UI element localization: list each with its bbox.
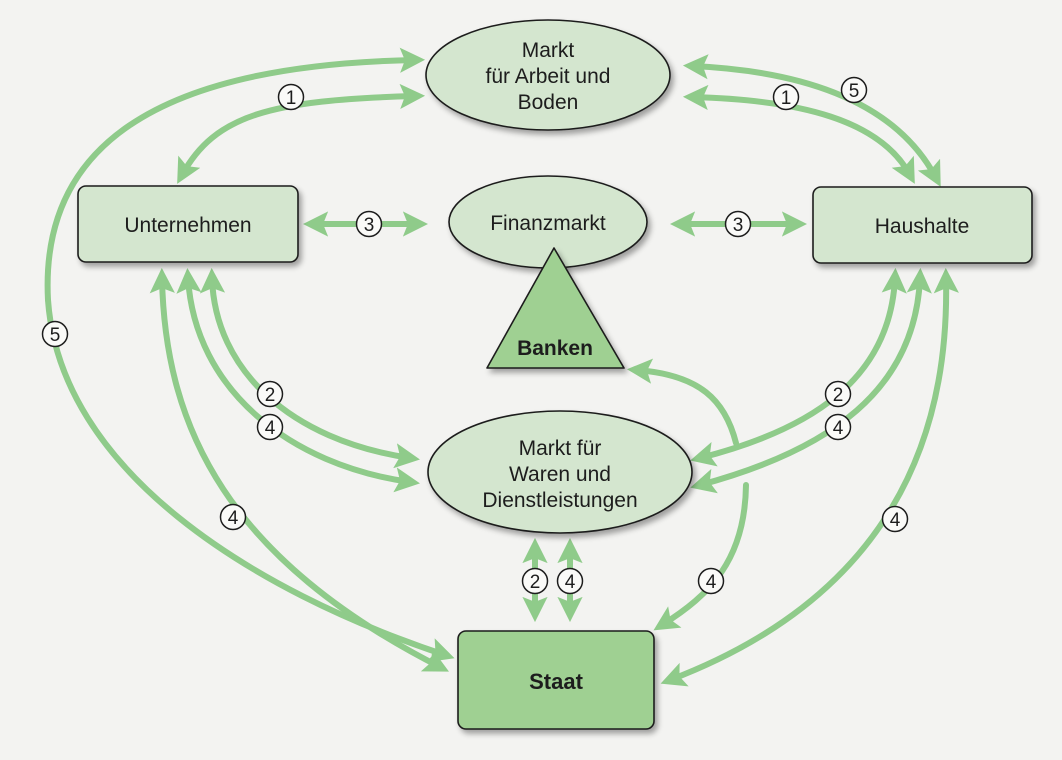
badge-1-left: 1 (277, 83, 305, 111)
svg-text:3: 3 (364, 215, 375, 236)
box-haushalte (812, 186, 1033, 264)
arrow-staat-arbeit-5 (44, 47, 426, 303)
label-finanzmarkt: Finanzmarkt (490, 212, 606, 235)
ellipse-markt-waren (427, 410, 693, 534)
box-unternehmen (77, 185, 299, 263)
svg-text:4: 4 (706, 572, 717, 593)
badge-2-center: 2 (521, 567, 549, 595)
arrow-unternehmen-staat-4 (149, 267, 449, 672)
label-markt-arbeit-boden-3: Boden (518, 91, 579, 114)
svg-text:1: 1 (781, 88, 792, 109)
svg-text:2: 2 (265, 385, 276, 406)
label-banken: Banken (517, 337, 593, 360)
badge-2-right: 2 (824, 380, 852, 408)
svg-text:5: 5 (849, 81, 860, 102)
badge-1-right: 1 (772, 83, 800, 111)
arrow-waren-banken (626, 358, 739, 446)
node-banken[interactable]: Banken (486, 247, 625, 369)
svg-text:4: 4 (890, 510, 901, 531)
label-haushalte: Haushalte (875, 215, 970, 238)
badge-4-right: 4 (824, 413, 852, 441)
label-unternehmen: Unternehmen (124, 214, 251, 237)
node-markt-arbeit-boden[interactable]: Markt für Arbeit und Boden (425, 19, 671, 131)
node-staat[interactable]: Staat (457, 630, 655, 730)
box-staat (457, 630, 655, 730)
arrow-unternehmen-waren-2 (199, 267, 420, 469)
arrow-waren-staat-4 (653, 482, 749, 631)
badge-3-right: 3 (724, 210, 752, 238)
label-markt-arbeit-boden-1: Markt (522, 39, 575, 62)
badge-2-left: 2 (256, 380, 284, 408)
label-markt-waren-2: Waren und (509, 463, 611, 486)
node-unternehmen[interactable]: Unternehmen (77, 185, 299, 263)
badge-3-left: 3 (355, 210, 383, 238)
svg-text:3: 3 (733, 215, 744, 236)
svg-text:4: 4 (833, 418, 844, 439)
arrow-unternehmen-arbeit-1 (177, 83, 426, 184)
svg-text:4: 4 (265, 418, 276, 439)
badge-4-lower-left: 4 (219, 503, 247, 531)
node-finanzmarkt[interactable]: Finanzmarkt (448, 175, 648, 269)
badge-5-top-right: 5 (840, 76, 868, 104)
svg-text:1: 1 (286, 88, 297, 109)
badge-4-staat-right: 4 (697, 567, 725, 595)
badge-4-center: 4 (556, 567, 584, 595)
label-staat: Staat (529, 669, 583, 694)
arrow-haushalte-arbeit-1 (682, 84, 915, 184)
arrow-haushalte-waren-4 (690, 267, 932, 494)
flow-arrows (44, 47, 959, 687)
badge-4-lower-right: 4 (881, 505, 909, 533)
node-haushalte[interactable]: Haushalte (812, 186, 1033, 264)
svg-text:2: 2 (530, 572, 541, 593)
svg-text:4: 4 (228, 508, 239, 529)
svg-text:2: 2 (833, 385, 844, 406)
label-markt-waren-3: Dienstleistungen (482, 489, 637, 512)
ellipse-markt-arbeit-boden (425, 19, 671, 131)
svg-text:4: 4 (565, 572, 576, 593)
badge-4-left: 4 (256, 413, 284, 441)
label-markt-arbeit-boden-2: für Arbeit und (486, 65, 611, 88)
node-markt-waren[interactable]: Markt für Waren und Dienstleistungen (427, 410, 693, 534)
label-markt-waren-1: Markt für (519, 437, 602, 460)
svg-text:5: 5 (50, 325, 61, 346)
triangle-banken (486, 247, 625, 369)
badge-5-left: 5 (41, 320, 69, 348)
